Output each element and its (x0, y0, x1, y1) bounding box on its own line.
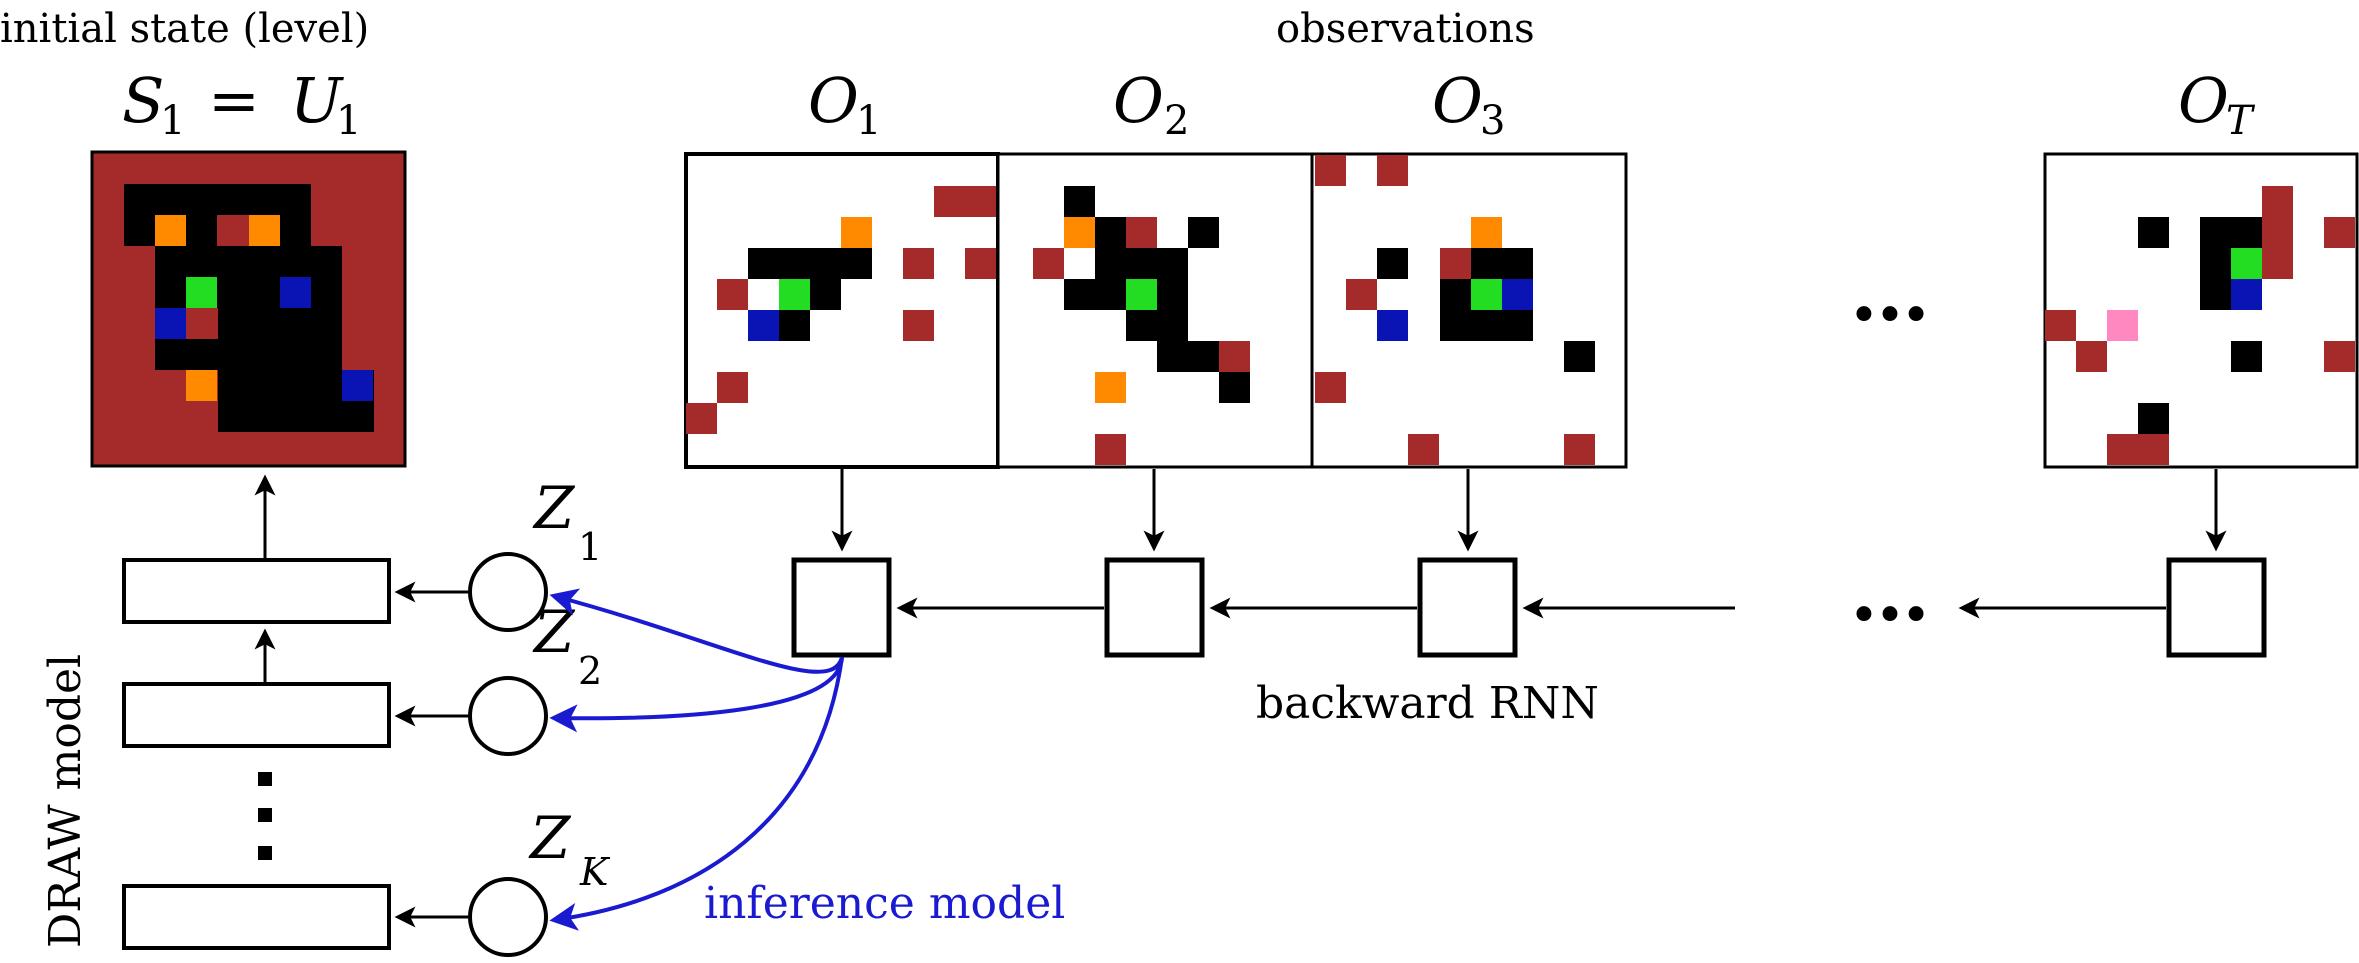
latent-circle-z2 (468, 676, 548, 756)
level-orange-tile (155, 215, 186, 246)
initial-state-label: initial state (level) (0, 6, 369, 52)
level-green-tile (186, 277, 217, 308)
obs-subscript: 3 (1480, 98, 1505, 144)
s1-symbol: S (122, 64, 164, 137)
inference-arrows (549, 588, 844, 931)
initial-state-level-image (90, 150, 407, 468)
obs-subscript: T (2226, 98, 2256, 144)
rnn-cell-3 (1417, 557, 1518, 658)
latent-subscript: 1 (578, 525, 602, 569)
frames-ellipsis: … (1850, 245, 1930, 339)
draw-cell-2 (122, 682, 391, 748)
s1-equals-u1-label: S 1 = U 1 (122, 64, 361, 144)
level-blue-tile (155, 308, 186, 339)
inference-arrow-z1 (549, 588, 844, 674)
inference-arrow-z2 (549, 656, 844, 733)
latent-symbol: Z (532, 598, 576, 666)
draw-model-cells (122, 558, 391, 950)
s1-subscript: 1 (160, 98, 185, 144)
obs-label-2: O 2 (1113, 64, 1189, 144)
draw-cell-1 (122, 558, 391, 624)
latent-circle-zk (468, 877, 548, 957)
rnn-cell-t (2166, 557, 2267, 658)
equals-sign: = (208, 64, 260, 137)
draw-vertical-ellipsis (258, 772, 272, 860)
obs-symbol: O (1113, 64, 1164, 137)
backward-rnn-label: backward RNN (1256, 678, 1599, 729)
rnn-ellipsis: … (1850, 545, 1930, 639)
latent-circle-z1 (468, 552, 548, 632)
level-orange-tile (249, 215, 280, 246)
rnn-cell-2 (1104, 557, 1205, 658)
draw-cell-k (122, 884, 391, 950)
obs-symbol: O (808, 64, 859, 137)
level-orange-tile (186, 370, 217, 401)
latent-label-zk: Z K (528, 804, 611, 894)
observation-frame-3 (1310, 152, 1628, 469)
backward-rnn-cells (791, 557, 2267, 658)
draw-model-label: DRAW model (40, 654, 91, 948)
latent-variables (468, 552, 548, 957)
rnn-cell-1 (791, 557, 892, 658)
level-blue-tile (342, 370, 373, 401)
obs-label-1: O 1 (808, 64, 881, 144)
obs-symbol: O (2178, 64, 2229, 137)
obs-subscript: 2 (1164, 98, 1189, 144)
latent-label-z2: Z 2 (532, 598, 602, 693)
observation-frame-t (2043, 152, 2359, 469)
latent-subscript: K (579, 850, 611, 894)
obs-subscript: 1 (856, 98, 881, 144)
obs-label-t: O T (2178, 64, 2256, 144)
inference-arrow-zk (549, 656, 844, 931)
obs-symbol: O (1432, 64, 1483, 137)
latent-subscript: 2 (578, 649, 602, 693)
latent-symbol: Z (528, 804, 572, 872)
u1-symbol: U (290, 64, 344, 137)
observations-label: observations (1276, 6, 1535, 52)
latent-to-draw-arrows (394, 581, 468, 928)
observation-frame-2 (996, 152, 1314, 469)
frame-to-rnn-arrows (831, 469, 2227, 552)
latent-label-z1: Z 1 (532, 474, 602, 569)
latent-symbol: Z (532, 474, 576, 542)
level-blue-tile (280, 277, 311, 308)
u1-subscript: 1 (336, 98, 361, 144)
obs-label-3: O 3 (1432, 64, 1505, 144)
inference-model-label: inference model (704, 878, 1065, 929)
observation-frame-1 (684, 152, 1000, 469)
